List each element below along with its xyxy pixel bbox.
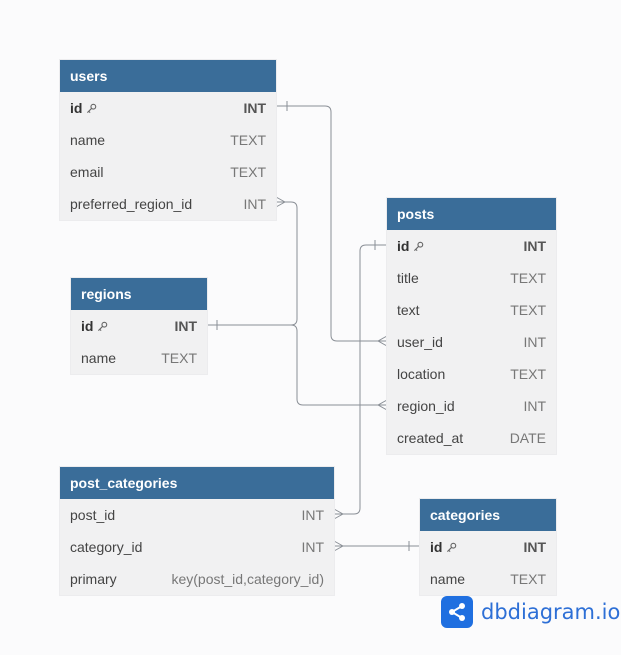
table-row[interactable]: name TEXT [60,124,276,156]
column-name: email [70,164,104,180]
many-marker[interactable] [275,196,286,208]
table-row[interactable]: location TEXT [387,358,556,390]
table-row[interactable]: name TEXT [71,342,207,374]
many-marker[interactable] [377,399,388,411]
column-type: TEXT [161,350,197,366]
many-marker[interactable] [333,508,344,520]
column-name: category_id [70,539,143,555]
many-marker[interactable] [333,540,344,552]
table-row[interactable]: id INT [420,531,556,563]
table-row[interactable]: email TEXT [60,156,276,188]
column-type: TEXT [230,132,266,148]
column-name: name [81,350,117,366]
key-icon [86,93,97,125]
table-row[interactable]: text TEXT [387,294,556,326]
key-icon [97,311,108,343]
column-type: INT [523,238,546,254]
column-type: TEXT [510,302,546,318]
table-row[interactable]: category_id INT [60,531,334,563]
relation-users-posts[interactable] [276,105,387,342]
table-row[interactable]: name TEXT [420,563,556,595]
column-type: INT [243,100,266,116]
table-row[interactable]: post_id INT [60,499,334,531]
column-type: TEXT [510,571,546,587]
key-icon [446,532,457,564]
brand-watermark[interactable]: dbdiagram.io [441,596,620,628]
table-header[interactable]: categories [420,499,556,531]
column-name: id [81,310,108,342]
column-name: id [397,230,424,262]
table-header[interactable]: regions [71,278,207,310]
column-type: key(post_id,category_id) [171,571,324,587]
column-name: id [430,531,457,563]
column-type: INT [243,196,266,212]
table-header[interactable]: posts [387,198,556,230]
column-name: primary [70,571,117,587]
column-type: TEXT [510,270,546,286]
table-header[interactable]: users [60,60,276,92]
column-type: INT [523,398,546,414]
table-row[interactable]: preferred_region_id INT [60,188,276,220]
relation-posts-postcategories[interactable] [334,244,387,515]
column-name: title [397,270,419,286]
column-name: created_at [397,430,464,446]
key-icon [413,231,424,263]
column-type: DATE [509,430,546,446]
column-name: location [397,366,446,382]
column-name: name [430,571,466,587]
table-row[interactable]: created_at DATE [387,422,556,454]
relation-regions-posts[interactable] [290,324,387,406]
column-type: TEXT [510,366,546,382]
column-type: INT [301,539,324,555]
column-type: TEXT [230,164,266,180]
column-type: INT [523,334,546,350]
table-header[interactable]: post_categories [60,467,334,499]
column-name: name [70,132,106,148]
many-marker[interactable] [377,335,388,347]
share-nodes-icon [441,596,473,628]
column-name: post_id [70,507,116,523]
table-row[interactable]: title TEXT [387,262,556,294]
table-row[interactable]: id INT [387,230,556,262]
table-row[interactable]: region_id INT [387,390,556,422]
table-row[interactable]: user_id INT [387,326,556,358]
column-name: preferred_region_id [70,196,193,212]
column-name: text [397,302,420,318]
table-row[interactable]: id INT [71,310,207,342]
column-type: INT [523,539,546,555]
relation-regions-users[interactable] [207,201,298,326]
column-type: INT [301,507,324,523]
column-name: user_id [397,334,443,350]
table-row[interactable]: primary key(post_id,category_id) [60,563,334,595]
column-type: INT [174,318,197,334]
brand-text: dbdiagram.io [481,600,621,624]
column-name: id [70,92,97,124]
column-name: region_id [397,398,455,414]
table-row[interactable]: id INT [60,92,276,124]
